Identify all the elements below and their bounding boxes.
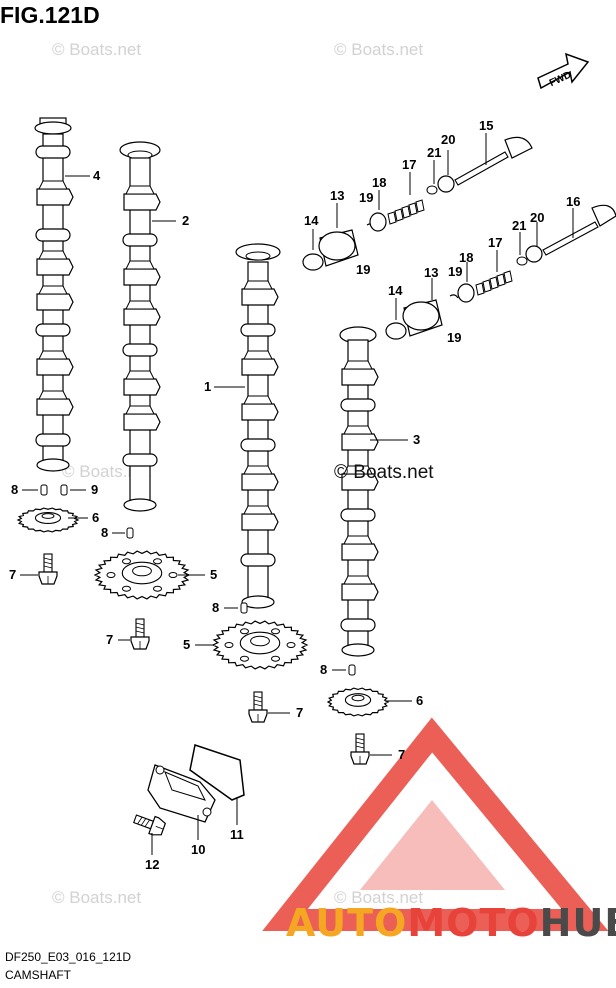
callout-5: 5	[183, 637, 191, 652]
bolt-7	[130, 618, 150, 650]
camshaft-3	[339, 326, 379, 657]
watermark: © Boats.net	[334, 40, 424, 59]
bolt-7	[38, 553, 58, 585]
pin-9	[60, 484, 68, 496]
callout-2: 2	[182, 213, 190, 228]
callout-19: 19	[448, 264, 463, 279]
callout-8: 8	[101, 525, 109, 540]
pin-8	[348, 664, 356, 676]
bolt-7	[248, 691, 268, 723]
callout-14: 14	[304, 213, 319, 228]
brand-triangle-logo	[262, 717, 609, 931]
sprocket-6	[326, 687, 390, 717]
callout-1: 1	[204, 379, 212, 394]
sprocket-6	[16, 507, 80, 533]
brand-logo-text: AUTOMOTOHUB	[286, 901, 616, 945]
callout-19: 19	[356, 262, 371, 277]
callout-18: 18	[372, 175, 387, 190]
callout-20: 20	[441, 132, 456, 147]
callout-19: 19	[447, 330, 462, 345]
callout-14: 14	[388, 283, 403, 298]
center-watermark: © Boats.net	[334, 462, 434, 483]
brand-part-1: AUTO	[286, 901, 408, 945]
callout-19: 19	[359, 190, 374, 205]
watermark: © Boats.net	[52, 888, 142, 907]
callout-8: 8	[212, 600, 220, 615]
callout-17: 17	[402, 157, 417, 172]
callout-10: 10	[191, 842, 206, 857]
camshaft-1	[235, 243, 281, 609]
callout-7: 7	[296, 705, 304, 720]
callout-8: 8	[11, 482, 19, 497]
callout-9: 9	[91, 482, 99, 497]
callout-13: 13	[424, 265, 439, 280]
figure-name: CAMSHAFT	[5, 968, 71, 982]
callout-15: 15	[479, 118, 494, 133]
callout-21: 21	[512, 218, 527, 233]
callout-20: 20	[530, 210, 545, 225]
pin-8	[40, 484, 48, 496]
figure-title: FIG.121D	[0, 2, 100, 28]
callout-11: 11	[230, 827, 244, 842]
callout-7: 7	[398, 747, 406, 762]
callout-3: 3	[413, 432, 421, 447]
callout-17: 17	[488, 235, 503, 250]
callout-18: 18	[459, 250, 474, 265]
callout-21: 21	[427, 145, 442, 160]
callout-4: 4	[93, 168, 101, 183]
watermark: © Boats.net	[52, 40, 142, 59]
bolt-7	[350, 733, 370, 765]
camshaft-4	[34, 117, 74, 472]
figure-code: DF250_E03_016_121D	[5, 950, 132, 964]
pin-8	[240, 602, 248, 614]
callout-5: 5	[210, 567, 218, 582]
callout-13: 13	[330, 188, 345, 203]
callout-8: 8	[320, 662, 328, 677]
callout-16: 16	[566, 194, 581, 209]
callout-7: 7	[9, 567, 17, 582]
cover-10	[147, 764, 216, 823]
sprocket-5	[93, 550, 191, 600]
watermark: © Boats.net	[62, 462, 152, 481]
callout-12: 12	[145, 857, 160, 872]
callout-7: 7	[106, 632, 114, 647]
valve-set-upper	[302, 136, 533, 271]
fwd-arrow-icon: FWD	[537, 52, 590, 89]
valve-set-lower	[385, 204, 616, 340]
watermark: © Boats.net	[334, 888, 424, 907]
pin-8	[126, 527, 134, 539]
callout-6: 6	[92, 510, 100, 525]
bolt-12	[131, 809, 167, 839]
gasket-11	[189, 744, 245, 801]
brand-part-2: MOTO	[407, 901, 540, 945]
camshaft-2	[119, 141, 161, 512]
sprocket-5	[211, 620, 309, 670]
callout-6: 6	[416, 693, 424, 708]
brand-part-3: HUB	[539, 901, 616, 945]
